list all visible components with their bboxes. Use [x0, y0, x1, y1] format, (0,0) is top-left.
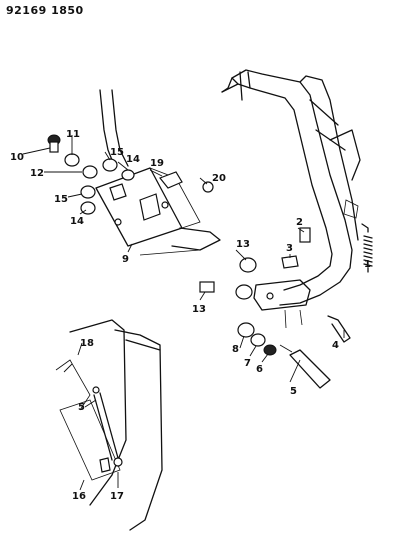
diagram-code: 92169 1850 — [6, 4, 84, 17]
support-rod — [99, 89, 113, 161]
callout-15-lower: 15 — [54, 194, 68, 205]
support-rod-edge — [111, 89, 129, 167]
callout-13-lower: 13 — [192, 304, 206, 315]
callout-13-upper: 13 — [236, 239, 250, 250]
callout-17: 17 — [110, 491, 124, 502]
callout-5-left: 5 — [78, 402, 85, 413]
callout-5-right: 5 — [290, 386, 297, 397]
callout-10: 10 — [10, 152, 24, 163]
callout-1: 1 — [364, 259, 371, 270]
callout-3: 3 — [286, 243, 293, 254]
pedal-bracket — [221, 69, 361, 329]
callout-19: 19 — [150, 158, 164, 169]
mounting-plate — [95, 167, 221, 256]
callout-20: 20 — [212, 173, 226, 184]
callout-12: 12 — [30, 168, 44, 179]
callout-6: 6 — [256, 364, 263, 375]
cylinder-right — [279, 344, 331, 389]
callout-11: 11 — [66, 129, 80, 140]
callout-16: 16 — [72, 491, 86, 502]
pivot-hardware — [199, 227, 351, 356]
callout-15-upper: 15 — [110, 147, 124, 158]
callout-18: 18 — [80, 338, 94, 349]
lower-inset — [55, 319, 163, 531]
callout-14-upper: 14 — [126, 154, 140, 165]
callout-14-lower: 14 — [70, 216, 84, 227]
callout-2: 2 — [296, 217, 303, 228]
callout-9: 9 — [122, 254, 129, 265]
bushing-cluster — [47, 134, 214, 215]
callout-4: 4 — [332, 340, 339, 351]
leader-lines — [22, 135, 369, 491]
callout-8: 8 — [232, 344, 239, 355]
callout-7: 7 — [244, 358, 251, 369]
